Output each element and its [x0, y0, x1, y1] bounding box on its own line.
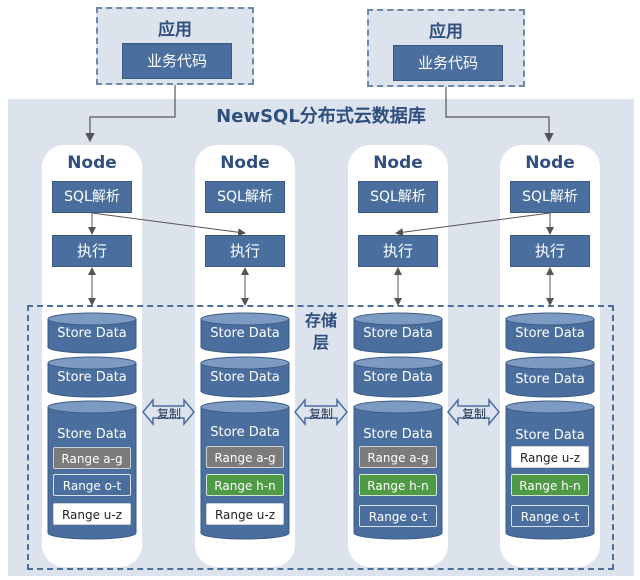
- node-label-4: Node: [525, 153, 575, 173]
- range-4-3: Range o-t: [511, 505, 589, 527]
- business-code-box-1: 业务代码: [122, 43, 232, 79]
- store-data-label-1a: Store Data: [57, 326, 127, 341]
- sql-parse-box-2: SQL解析: [205, 181, 285, 213]
- store-data-label-3b: Store Data: [363, 370, 433, 385]
- storage-layer-boundary: [27, 305, 614, 570]
- replication-arrow-3: [447, 397, 500, 427]
- range-4-1: Range u-z: [511, 446, 589, 468]
- app-box-2: 应用 业务代码: [367, 9, 525, 87]
- replication-label-3: 复制: [461, 407, 486, 421]
- execute-box-1: 执行: [52, 235, 132, 267]
- execute-box-3: 执行: [358, 235, 438, 267]
- range-1-3: Range u-z: [53, 503, 131, 525]
- range-3-1: Range a-g: [359, 446, 437, 468]
- range-4-2: Range h-n: [511, 474, 589, 496]
- app-title-2: 应用: [429, 22, 463, 42]
- store-cylinder-4a: [505, 312, 595, 354]
- store-cylinder-4b: [505, 356, 595, 398]
- replication-arrow-2: [294, 397, 348, 427]
- store-data-label-4a: Store Data: [515, 326, 585, 341]
- replication-arrow-1: [142, 397, 195, 427]
- app-to-node-connector-1: [85, 85, 176, 143]
- app-title-1: 应用: [158, 20, 192, 40]
- store-data-label-3c: Store Data: [363, 427, 433, 442]
- business-code-box-2: 业务代码: [393, 45, 503, 81]
- range-3-2: Range h-n: [359, 474, 437, 496]
- replication-label-2: 复制: [308, 407, 333, 421]
- store-data-label-4b: Store Data: [515, 372, 585, 387]
- sql-parse-box-4: SQL解析: [510, 181, 590, 213]
- execute-box-4: 执行: [510, 235, 590, 267]
- range-2-3: Range u-z: [206, 503, 284, 525]
- replication-label-1: 复制: [156, 407, 181, 421]
- range-1-2: Range o-t: [53, 474, 131, 496]
- store-cylinder-1b: [47, 356, 137, 398]
- node-label-2: Node: [220, 153, 270, 173]
- sql-to-exec-lines: [88, 212, 554, 237]
- range-3-3: Range o-t: [359, 505, 437, 527]
- store-cylinder-3a: [353, 312, 443, 354]
- store-data-label-3a: Store Data: [363, 326, 433, 341]
- range-1-1: Range a-g: [53, 447, 131, 469]
- sql-parse-box-1: SQL解析: [52, 181, 132, 213]
- store-data-label-2b: Store Data: [210, 370, 280, 385]
- database-title: NewSQL分布式云数据库: [216, 106, 426, 127]
- app-box-1: 应用 业务代码: [96, 7, 254, 85]
- range-2-2: Range h-n: [206, 474, 284, 496]
- store-cylinder-2a: [200, 312, 290, 354]
- store-data-label-1c: Store Data: [57, 427, 127, 442]
- store-data-label-2c: Store Data: [210, 425, 280, 440]
- app-to-node-connector-2: [445, 87, 554, 143]
- store-data-label-1b: Store Data: [57, 370, 127, 385]
- exec-to-storage-arrows: [88, 267, 554, 306]
- store-data-label-4c: Store Data: [515, 428, 585, 443]
- storage-layer-label: 存储层: [304, 311, 337, 352]
- store-cylinder-3b: [353, 356, 443, 398]
- node-label-3: Node: [373, 153, 423, 173]
- sql-parse-box-3: SQL解析: [358, 181, 438, 213]
- store-data-label-2a: Store Data: [210, 326, 280, 341]
- execute-box-2: 执行: [205, 235, 285, 267]
- store-cylinder-1a: [47, 312, 137, 354]
- store-cylinder-2b: [200, 356, 290, 398]
- range-2-1: Range a-g: [206, 446, 284, 468]
- node-label-1: Node: [67, 153, 117, 173]
